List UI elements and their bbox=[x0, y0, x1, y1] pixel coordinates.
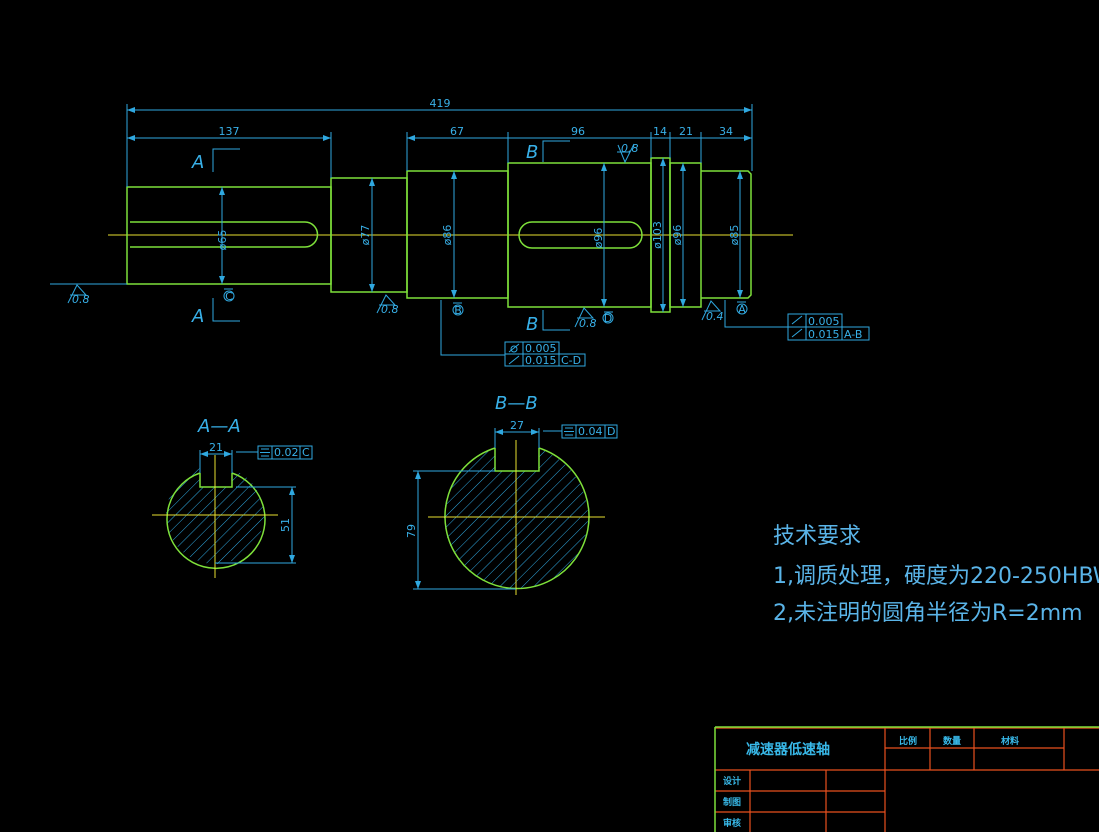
scale-label: 比例 bbox=[899, 735, 917, 747]
section-mark-b-top: B bbox=[526, 142, 538, 163]
dim-seg7: 34 bbox=[719, 125, 733, 138]
length-dimensions: 419 137 67 96 14 21 34 bbox=[126, 97, 753, 187]
technical-requirements: 技术要求 1,调质处理，硬度为220-250HBW 2,未注明的圆角半径为R=2… bbox=[773, 524, 1099, 626]
keyway-1 bbox=[130, 221, 319, 248]
section-aa-depth: 51 bbox=[279, 518, 292, 532]
material-label: 材料 bbox=[1000, 735, 1019, 747]
dim-seg5: 14 bbox=[653, 125, 667, 138]
dim-d7: ø85 bbox=[728, 225, 741, 246]
dim-seg3: 67 bbox=[450, 125, 464, 138]
drafter-label: 制图 bbox=[723, 796, 741, 808]
tol2-datum: A-B bbox=[844, 328, 862, 341]
datum-b: B bbox=[454, 304, 462, 317]
dim-d4: ø96 bbox=[592, 228, 605, 249]
section-aa-sym-value: 0.02 bbox=[274, 446, 299, 459]
datum-symbols: C B D A bbox=[223, 288, 748, 325]
section-bb-sym-datum: D bbox=[607, 425, 615, 438]
tol1-value2: 0.015 bbox=[525, 354, 557, 367]
dim-d3: ø86 bbox=[441, 225, 454, 246]
dim-seg4: 96 bbox=[571, 125, 585, 138]
requirement-1: 1,调质处理，硬度为220-250HBW bbox=[773, 564, 1099, 589]
dim-d1: ø65 bbox=[216, 230, 229, 251]
reviewer-label: 审核 bbox=[723, 817, 741, 829]
datum-a: A bbox=[738, 303, 746, 316]
requirements-title: 技术要求 bbox=[773, 524, 861, 549]
tol1-value1: 0.005 bbox=[525, 342, 557, 355]
roughness-2: 0.8 bbox=[381, 303, 399, 316]
section-mark-a-bottom: A bbox=[191, 306, 204, 327]
section-bb-depth: 79 bbox=[405, 524, 418, 538]
tol1-datum: C-D bbox=[561, 354, 581, 367]
keyway-2 bbox=[518, 221, 643, 249]
roughness-5: 0.4 bbox=[706, 310, 724, 323]
section-mark-b-bottom: B bbox=[526, 314, 538, 335]
tolerance-frame-1: 0.005 0.015 C-D bbox=[440, 300, 586, 367]
tol2-value1: 0.005 bbox=[808, 315, 840, 328]
tolerance-frame-2: 0.005 0.015 A-B bbox=[724, 300, 870, 341]
requirement-2: 2,未注明的圆角半径为R=2mm bbox=[773, 601, 1083, 626]
section-markers: A A B B bbox=[191, 140, 570, 335]
datum-d: D bbox=[604, 312, 612, 325]
section-aa-title: A—A bbox=[197, 416, 241, 437]
tol2-value2: 0.015 bbox=[808, 328, 840, 341]
dim-seg1: 137 bbox=[219, 125, 240, 138]
datum-c: C bbox=[225, 290, 233, 303]
roughness-3: 0.8 bbox=[579, 317, 597, 330]
roughness-1: 0.8 bbox=[72, 293, 90, 306]
dim-d2: ø77 bbox=[359, 225, 372, 246]
dim-total: 419 bbox=[430, 97, 451, 110]
section-bb: B—B 27 79 0.04 D bbox=[405, 393, 618, 595]
title-block: 减速器低速轴 比例 数量 材料 设计 制图 审核 bbox=[714, 726, 1099, 832]
diameter-dimensions: ø65 ø77 ø86 ø96 ø103 ø96 ø85 bbox=[216, 158, 743, 312]
dim-seg6: 21 bbox=[679, 125, 693, 138]
part-name: 减速器低速轴 bbox=[746, 741, 830, 758]
section-bb-width: 27 bbox=[510, 419, 524, 432]
roughness-symbols: 0.8 0.8 0.8 0.8 0.4 bbox=[67, 142, 724, 330]
dim-d5: ø103 bbox=[651, 221, 664, 249]
roughness-4: 0.8 bbox=[621, 142, 639, 155]
section-aa-width: 21 bbox=[209, 441, 223, 454]
quantity-label: 数量 bbox=[943, 735, 961, 747]
section-mark-a-top: A bbox=[191, 152, 204, 173]
section-bb-sym-value: 0.04 bbox=[578, 425, 603, 438]
section-aa-sym-datum: C bbox=[302, 446, 310, 459]
section-bb-title: B—B bbox=[495, 393, 538, 414]
section-aa: A—A 21 51 0.02 C bbox=[152, 416, 313, 578]
designer-label: 设计 bbox=[723, 775, 741, 787]
dim-d6: ø96 bbox=[671, 225, 684, 246]
